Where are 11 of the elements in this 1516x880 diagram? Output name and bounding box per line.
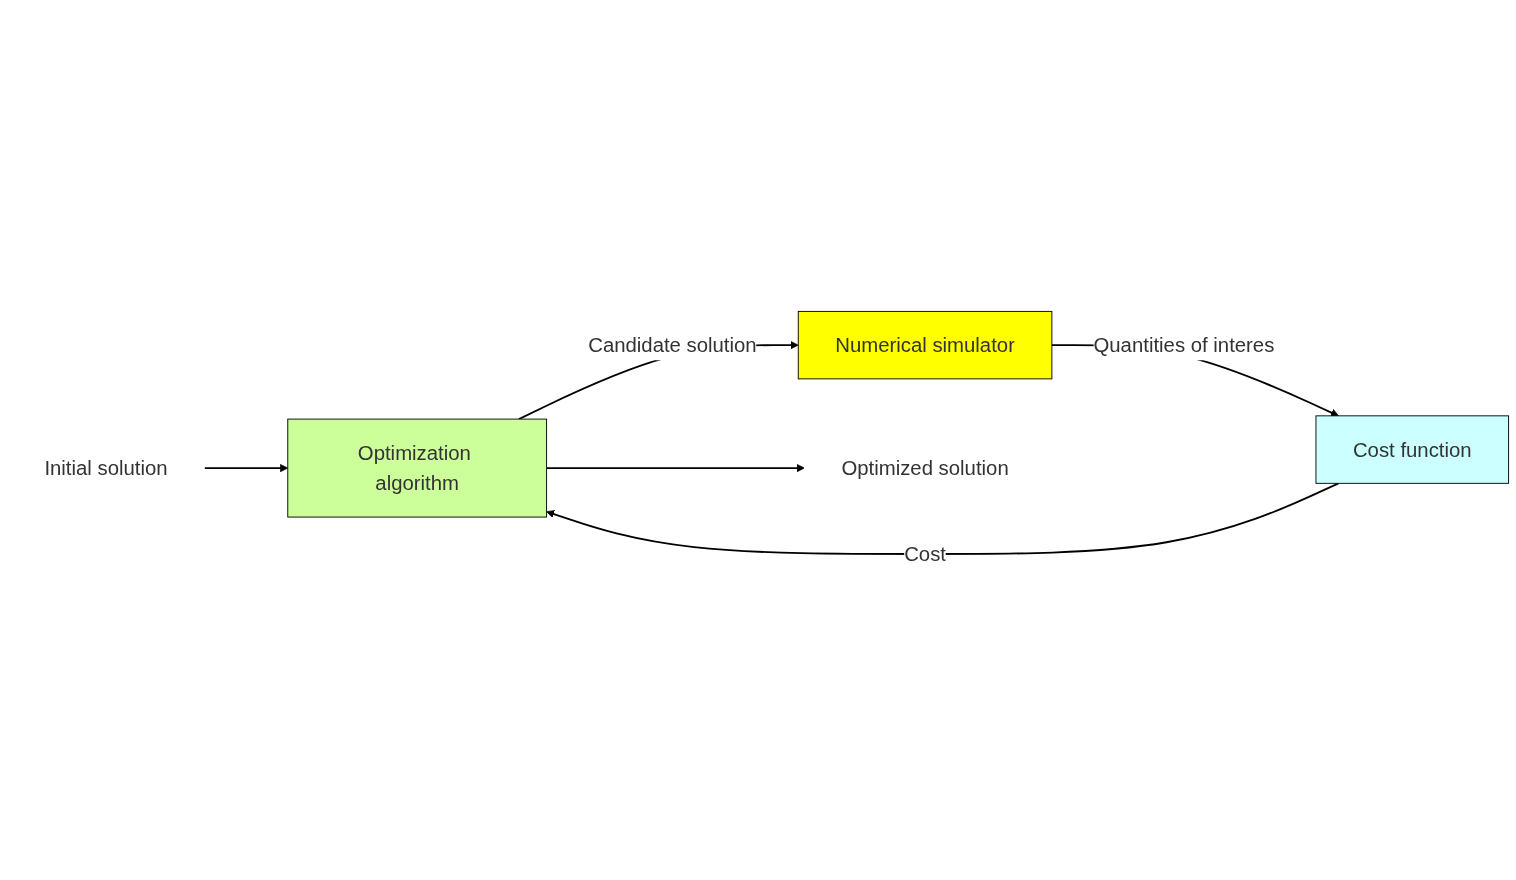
edge-label: Quantities of interes [1093, 333, 1275, 357]
node-box: Numerical simulator [797, 310, 1053, 379]
node-text: Initial solution [44, 456, 168, 480]
edge-label: Cost [904, 542, 946, 566]
edge-label: Candidate solution [588, 333, 757, 357]
arrow [546, 482, 1340, 555]
arrow [545, 463, 805, 472]
arrow [203, 463, 289, 472]
node-text: Optimized solution [841, 456, 1009, 480]
node-box: Optimization algorithm [287, 418, 548, 518]
node-box: Cost function [1315, 415, 1510, 484]
